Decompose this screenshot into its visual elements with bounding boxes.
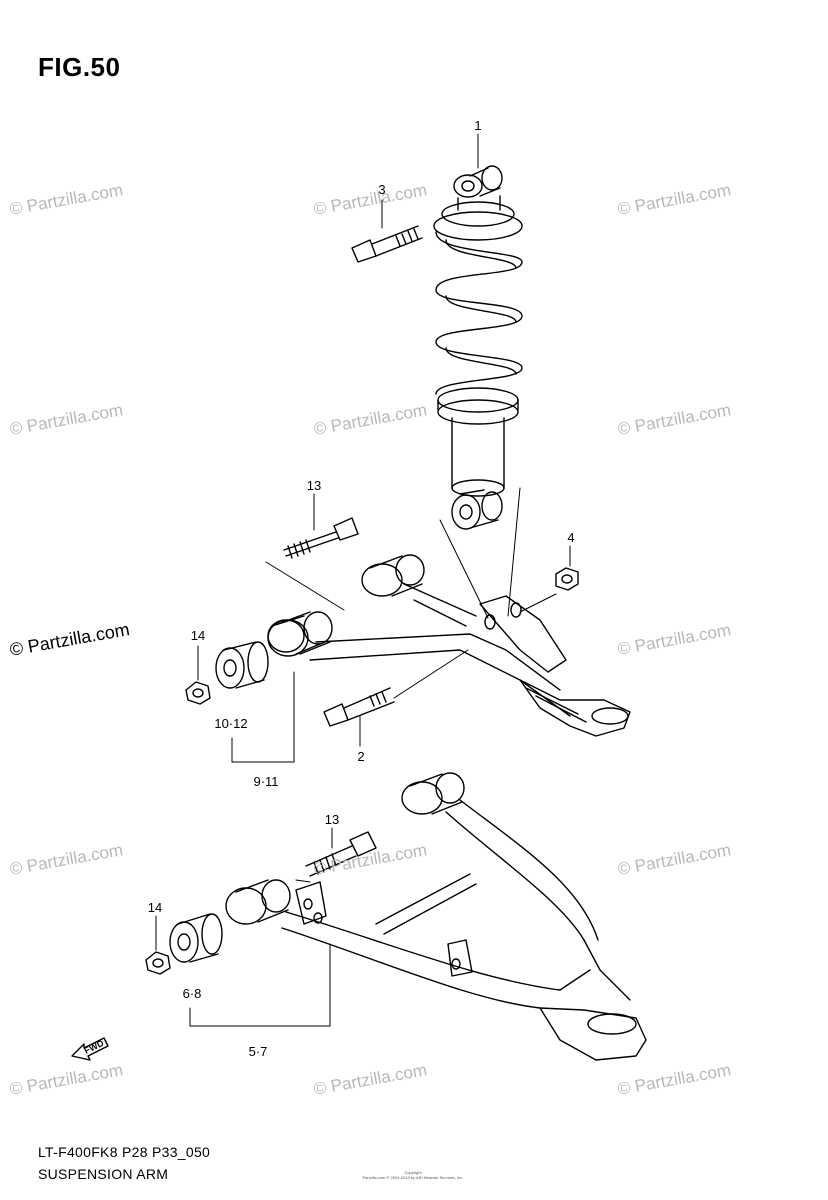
bolt-3 (351, 225, 423, 263)
bushing-10-12 (215, 641, 269, 689)
figure-name: SUSPENSION ARM (38, 1166, 169, 1182)
callout-13-lower: 13 (324, 812, 340, 827)
callout-13-upper: 13 (306, 478, 322, 493)
figure-title: FIG.50 (38, 52, 121, 82)
shock-absorber (433, 165, 523, 530)
nut-14-lower (145, 951, 171, 975)
nut-4 (555, 567, 579, 591)
fwd-arrow-icon (71, 1037, 109, 1061)
callout-14-lower: 14 (147, 900, 163, 915)
callout-10-12: 10·12 (214, 716, 248, 731)
callout-3: 3 (378, 182, 386, 197)
bolt-13-lower (305, 831, 377, 877)
upper-suspension-arm (267, 554, 631, 737)
bolt-13-upper (283, 517, 359, 559)
copyright-notice: Copyright Partzilla.com © 2004-2019 by A… (358, 1170, 468, 1180)
figure-code: LT-F400FK8 P28 P33_050 (38, 1144, 211, 1160)
copyright-line-2: Partzilla.com © 2004-2019 by ARI Network… (362, 1175, 464, 1180)
copyright-line-1: Copyright (404, 1170, 422, 1175)
nut-14-upper (185, 681, 211, 705)
bushing-9-11 (267, 615, 321, 655)
bushing-6-8 (169, 913, 223, 963)
lower-suspension-arm (225, 772, 647, 1061)
callout-9-11: 9·11 (253, 774, 279, 789)
callout-6-8: 6·8 (182, 986, 202, 1001)
callout-1: 1 (474, 118, 482, 133)
callout-5-7: 5·7 (248, 1044, 268, 1059)
callout-14-upper: 14 (190, 628, 206, 643)
bolt-2 (323, 687, 395, 727)
callout-2: 2 (357, 749, 365, 764)
callout-4: 4 (567, 530, 575, 545)
